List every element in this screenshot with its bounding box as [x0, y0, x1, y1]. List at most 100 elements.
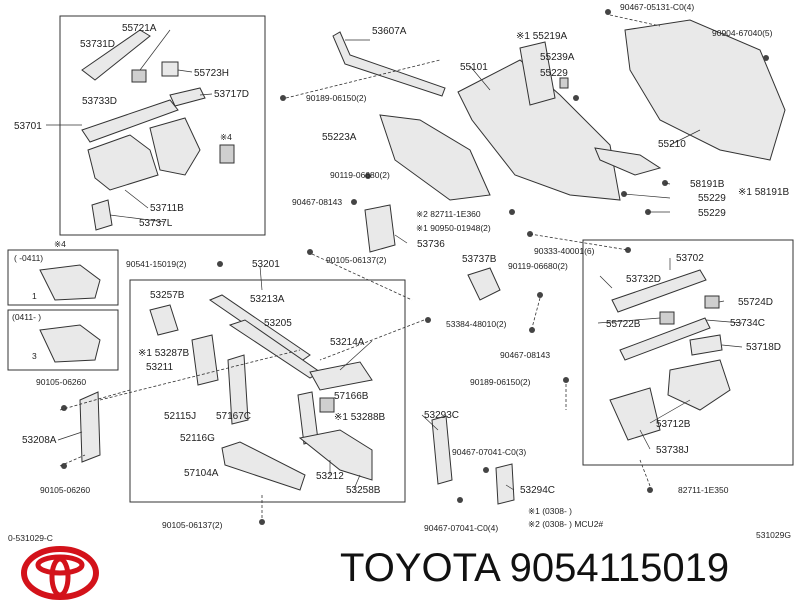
part-53738J [609, 387, 661, 441]
label-58191B: 58191B [690, 179, 725, 190]
label-55229-b: 55229 [698, 193, 726, 204]
label-53712B: 53712B [656, 419, 691, 430]
label-55722B: 55722B [606, 319, 641, 330]
label-90189-06150-b: 90189-06150(2) [470, 377, 531, 387]
part-inset-a [39, 264, 101, 301]
label-note4-a: ※4 [220, 132, 232, 142]
label-53293C: 53293C [424, 410, 459, 421]
part-bracket-4 [219, 144, 235, 164]
label-57166B: 57166B [334, 391, 369, 402]
label-53717D: 53717D [214, 89, 249, 100]
label-52116G: 52116G [180, 433, 215, 444]
label-90119-06680-b: 90119-06680(2) [508, 261, 568, 271]
label-55219A: ※1 55219A [516, 31, 568, 42]
label-90467-05131: 90467-05131-C0(4) [620, 2, 694, 12]
label-55229-c: 55229 [698, 208, 726, 219]
label-53733D: 53733D [82, 96, 117, 107]
label-90333-40001: 90333-40001(6) [534, 246, 595, 256]
frame-53201 [129, 279, 406, 503]
label-53732D: 53732D [626, 274, 661, 285]
part-53607A [332, 31, 446, 97]
label-53731D: 53731D [80, 39, 115, 50]
label-53711B: 53711B [150, 203, 184, 214]
frame-53702 [582, 239, 794, 466]
label-90119-06680-a: 90119-06680(2) [330, 170, 390, 180]
label-90467-07041-b: 90467-07041-C0(4) [424, 523, 498, 533]
label-90541-15019: 90541-15019(2) [126, 259, 187, 269]
label-53607A: 53607A [372, 26, 407, 37]
label-53737B: 53737B [462, 254, 497, 265]
part-53208A [79, 391, 101, 463]
label-55724D: 55724D [738, 297, 773, 308]
label-53702: 53702 [676, 253, 704, 264]
part-53737L [91, 199, 113, 231]
label-55223A: 55223A [322, 132, 357, 143]
label-inset-3: 3 [32, 351, 37, 361]
label-53294C: 53294C [520, 485, 555, 496]
label-90904-67040: 90904-67040(5) [712, 28, 773, 38]
label-53734C: 53734C [730, 318, 765, 329]
part-58191B [594, 147, 662, 176]
label-range-0411-b: (0411- ) [12, 312, 41, 322]
label-53737L: 53737L [139, 218, 173, 229]
label-82711-1E350: 82711-1E350 [678, 485, 729, 495]
part-53717D [169, 87, 206, 107]
part-53737B [467, 267, 501, 301]
label-53738J: 53738J [656, 445, 689, 456]
frame-53701 [59, 15, 266, 236]
label-58191B-right: ※1 58191B [738, 187, 790, 198]
part-55722B [659, 311, 675, 325]
label-53258B: 53258B [346, 485, 381, 496]
label-53213A: 53213A [250, 294, 285, 305]
part-57166B [319, 397, 335, 413]
label-53211: 53211 [146, 362, 174, 373]
label-55210: 55210 [658, 139, 686, 150]
label-90467-07041-a: 90467-07041-C0(3) [452, 447, 526, 457]
label-53288B: ※1 53288B [334, 412, 386, 423]
label-55101: 55101 [460, 62, 488, 73]
label-90105-06260-b: 90105-06260 [40, 485, 90, 495]
label-53214A: 53214A [330, 337, 365, 348]
label-53736: 53736 [417, 239, 445, 250]
label-53208A: 53208A [22, 435, 57, 446]
part-55723H [161, 61, 179, 77]
label-55239A: 55239A [540, 52, 575, 63]
part-55210 [624, 19, 786, 161]
label-90105-06137-a: 90105-06137(2) [326, 255, 387, 265]
label-note1-range: ※1 (0308- ) [528, 506, 572, 516]
part-53732D [611, 269, 707, 313]
toyota-logo-icon [21, 546, 99, 600]
part-53734C [619, 317, 711, 361]
part-53712B [667, 359, 731, 411]
part-53733D [81, 99, 179, 143]
inset-0411-before [7, 249, 119, 306]
part-53214A [309, 361, 373, 391]
label-90950-01948: ※1 90950-01948(2) [416, 223, 491, 233]
label-note4-b: ※4 [54, 239, 66, 249]
label-note2-range: ※2 (0308- ) MCU2# [528, 519, 603, 529]
label-53205: 53205 [264, 318, 292, 329]
part-55219A [519, 41, 556, 106]
label-90467-08143-a: 90467-08143 [292, 197, 342, 207]
label-55721A: 55721A [122, 23, 157, 34]
label-inset-1: 1 [32, 291, 37, 301]
inset-0411-after [7, 309, 119, 371]
brand-part-number: TOYOTA 9054115019 [340, 546, 730, 590]
label-55723H: 55723H [194, 68, 229, 79]
part-53731D [81, 29, 151, 81]
part-inner-panel [149, 117, 201, 176]
label-90105-06137-b: 90105-06137(2) [162, 520, 223, 530]
fastener-dots [61, 9, 769, 525]
part-53287B [191, 334, 219, 386]
part-inset-b [39, 324, 101, 363]
label-55229-a: 55229 [540, 68, 568, 79]
label-82711-1E360: ※2 82711-1E360 [416, 209, 481, 219]
label-code-left: 0-531029-C [8, 533, 53, 543]
part-55724D [704, 295, 720, 309]
label-code-right: 531029G [756, 530, 791, 540]
label-53287B: ※1 53287B [138, 348, 190, 359]
leader-lines [46, 29, 743, 491]
part-53212 [298, 429, 373, 481]
label-57104A: 57104A [184, 468, 219, 479]
part-53213A [208, 294, 311, 363]
